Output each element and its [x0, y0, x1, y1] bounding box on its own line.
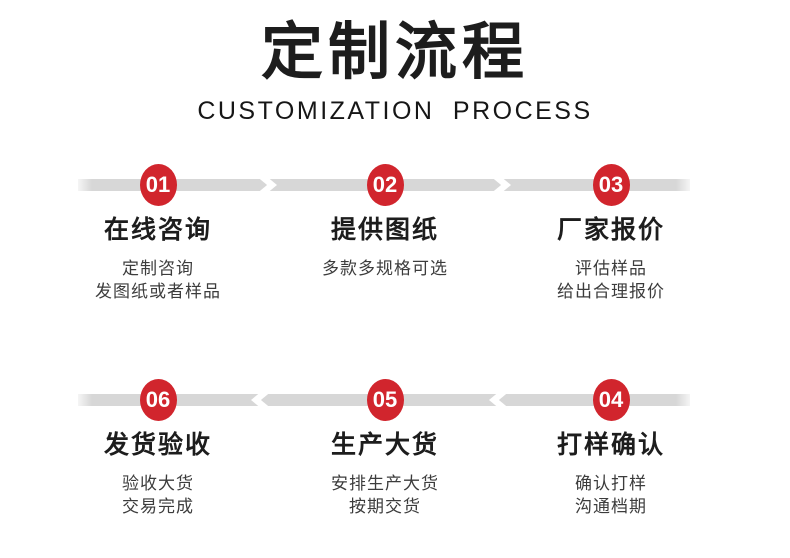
- step-desc-line: 交易完成: [122, 497, 194, 516]
- step-desc-line: 多款多规格可选: [322, 259, 448, 278]
- step-number: 05: [372, 387, 398, 412]
- step-desc-line: 验收大货: [122, 474, 194, 493]
- step-title: 打样确认: [556, 431, 665, 459]
- step-title: 发货验收: [103, 431, 212, 459]
- step-number-badge: 01: [139, 164, 177, 206]
- step-desc-line: 确认打样: [575, 474, 647, 493]
- step-title: 提供图纸: [330, 216, 439, 244]
- step-number-badge: 05: [366, 379, 404, 421]
- step-number-badge: 03: [592, 164, 630, 206]
- step-desc-line: 给出合理报价: [557, 282, 665, 301]
- step-number: 04: [598, 387, 624, 412]
- step-ship-accept: 06 发货验收 验收大货 交易完成: [45, 379, 271, 518]
- step-title: 生产大货: [330, 431, 439, 459]
- step-desc: 评估样品 给出合理报价: [498, 257, 724, 303]
- step-desc-line: 定制咨询: [122, 259, 194, 278]
- page-title: 定制流程: [260, 18, 529, 87]
- step-desc-line: 沟通档期: [575, 497, 647, 516]
- step-desc: 定制咨询 发图纸或者样品: [45, 257, 271, 303]
- step-title: 在线咨询: [103, 216, 212, 244]
- step-desc: 确认打样 沟通档期: [498, 472, 724, 518]
- step-sample-confirm: 04 打样确认 确认打样 沟通档期: [498, 379, 724, 518]
- step-title: 厂家报价: [556, 216, 665, 244]
- step-number: 01: [145, 172, 171, 197]
- step-desc: 验收大货 交易完成: [45, 472, 271, 518]
- step-desc: 安排生产大货 按期交货: [272, 472, 498, 518]
- page-subtitle: CUSTOMIZATION PROCESS: [197, 97, 593, 125]
- step-number-badge: 04: [592, 379, 630, 421]
- process-row-top: 01 在线咨询 定制咨询 发图纸或者样品 02 提供图纸 多款多规格可选 03 …: [0, 164, 790, 314]
- step-bulk-production: 05 生产大货 安排生产大货 按期交货: [272, 379, 498, 518]
- step-desc: 多款多规格可选: [272, 257, 498, 280]
- step-number-badge: 02: [366, 164, 404, 206]
- step-online-consult: 01 在线咨询 定制咨询 发图纸或者样品: [45, 164, 271, 303]
- step-desc-line: 安排生产大货: [331, 474, 439, 493]
- step-desc-line: 评估样品: [575, 259, 647, 278]
- step-number: 06: [145, 387, 171, 412]
- step-number: 02: [372, 172, 398, 197]
- step-provide-drawings: 02 提供图纸 多款多规格可选: [272, 164, 498, 280]
- step-number: 03: [598, 172, 624, 197]
- step-number-badge: 06: [139, 379, 177, 421]
- step-factory-quote: 03 厂家报价 评估样品 给出合理报价: [498, 164, 724, 303]
- step-desc-line: 发图纸或者样品: [95, 282, 221, 301]
- step-desc-line: 按期交货: [349, 497, 421, 516]
- process-row-bottom: 06 发货验收 验收大货 交易完成 05 生产大货 安排生产大货 按期交货 04…: [0, 379, 790, 529]
